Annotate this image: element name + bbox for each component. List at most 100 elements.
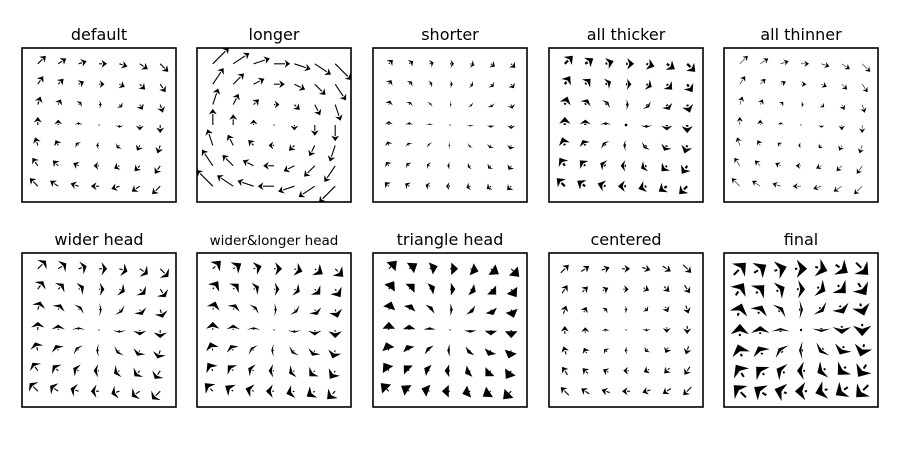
quiver-arrow <box>232 52 250 65</box>
quiver-arrow <box>508 266 520 277</box>
quiver-arrow <box>778 101 784 107</box>
quiver-arrow <box>406 81 413 87</box>
quiver-panel: centered <box>548 230 704 408</box>
quiver-arrow <box>861 84 868 93</box>
quiver-arrow <box>832 325 851 335</box>
quiver-arrow <box>249 304 259 314</box>
quiver-arrow <box>487 144 495 149</box>
quiver-arrow <box>152 350 166 359</box>
quiver-arrow <box>775 345 789 359</box>
quiver-arrow <box>450 262 459 276</box>
quiver-arrow <box>328 330 342 339</box>
quiver-arrow <box>201 149 214 167</box>
quiver-arrow <box>640 125 653 128</box>
quiver-arrow <box>206 342 219 352</box>
quiver-arrow <box>327 145 336 162</box>
quiver-arrow <box>37 55 46 65</box>
quiver-arrow <box>624 305 628 314</box>
quiver-arrow <box>467 142 473 149</box>
quiver-arrow <box>683 284 691 294</box>
quiver-arrow <box>274 100 280 109</box>
quiver-arrow <box>283 165 295 173</box>
quiver-arrow <box>664 366 671 374</box>
quiver-arrow <box>114 365 122 378</box>
quiver-arrow <box>681 125 693 134</box>
quiver-arrow <box>799 328 803 332</box>
quiver-arrow <box>506 286 518 298</box>
quiver-arrow <box>641 141 651 150</box>
quiver-arrow <box>407 60 414 67</box>
axes-frame <box>372 252 528 408</box>
quiver-arrow <box>136 285 147 296</box>
quiver-arrow <box>580 306 588 314</box>
quiver-arrow <box>773 282 785 299</box>
quiver-arrow <box>444 364 450 378</box>
quiver-arrow <box>467 102 474 108</box>
quiver-arrow <box>602 368 610 376</box>
quiver-arrow <box>384 120 393 125</box>
quiver-arrow <box>134 164 142 172</box>
quiver-arrow <box>658 182 668 193</box>
quiver-arrow <box>731 178 741 187</box>
quiver-arrow <box>90 384 99 398</box>
quiver-arrow <box>135 125 144 131</box>
quiver-arrow <box>74 122 83 125</box>
quiver-arrow <box>222 154 234 167</box>
quiver-arrow <box>856 363 872 377</box>
quiver-arrow <box>328 349 342 359</box>
quiver-arrow <box>686 62 696 72</box>
quiver-panel: shorter <box>372 25 528 203</box>
quiver-arrow <box>832 302 849 314</box>
quiver-arrow <box>450 59 455 68</box>
quiver-arrow <box>579 119 591 125</box>
quiver-arrow <box>98 124 100 126</box>
quiver-arrow <box>750 305 767 317</box>
quiver-arrow <box>772 182 781 188</box>
quiver-arrow <box>642 264 651 273</box>
quiver-arrow <box>289 144 296 151</box>
quiver-arrow <box>111 183 120 191</box>
quiver-arrow <box>70 181 79 190</box>
quiver-arrow <box>582 347 590 355</box>
quiver-arrow <box>509 61 516 68</box>
quiver-arrow <box>780 59 789 66</box>
quiver-arrow <box>208 281 220 292</box>
quiver-arrow <box>206 362 218 374</box>
quiver-arrow <box>644 79 652 90</box>
quiver-arrow <box>854 343 873 357</box>
quiver-arrow <box>30 342 44 351</box>
quiver-panel: final <box>723 230 879 408</box>
quiver-arrow <box>756 366 770 381</box>
quiver-arrow <box>405 142 413 147</box>
quiver-arrow <box>859 125 866 134</box>
quiver-arrow <box>268 141 274 150</box>
quiver-arrow <box>817 361 829 378</box>
quiver-arrow <box>795 162 801 169</box>
quiver-arrow <box>777 142 783 148</box>
quiver-arrow <box>733 385 748 399</box>
quiver-arrow <box>111 385 120 399</box>
quiver-arrow <box>504 349 517 359</box>
axes-frame <box>548 47 704 203</box>
quiver-arrow <box>561 285 568 294</box>
quiver-arrow <box>777 122 784 125</box>
quiver-arrow <box>662 387 672 395</box>
quiver-arrow <box>36 76 44 85</box>
quiver-arrow <box>329 308 342 318</box>
quiver-arrow <box>310 125 319 136</box>
quiver-arrow <box>816 342 830 356</box>
quiver-arrow <box>482 386 494 398</box>
quiver-arrow <box>683 305 691 314</box>
quiver-arrow <box>57 58 67 65</box>
quiver-arrow <box>56 78 64 86</box>
quiver-arrow <box>556 178 566 188</box>
quiver-arrow <box>560 305 569 314</box>
quiver-arrow <box>681 164 691 174</box>
quiver-arrow <box>93 364 99 378</box>
quiver-panel: all thinner <box>723 25 879 203</box>
quiver-arrow <box>155 145 164 154</box>
quiver-arrow <box>835 381 850 398</box>
quiver-arrow <box>217 175 234 187</box>
quiver-arrow <box>854 261 869 275</box>
quiver-arrow <box>308 145 316 157</box>
